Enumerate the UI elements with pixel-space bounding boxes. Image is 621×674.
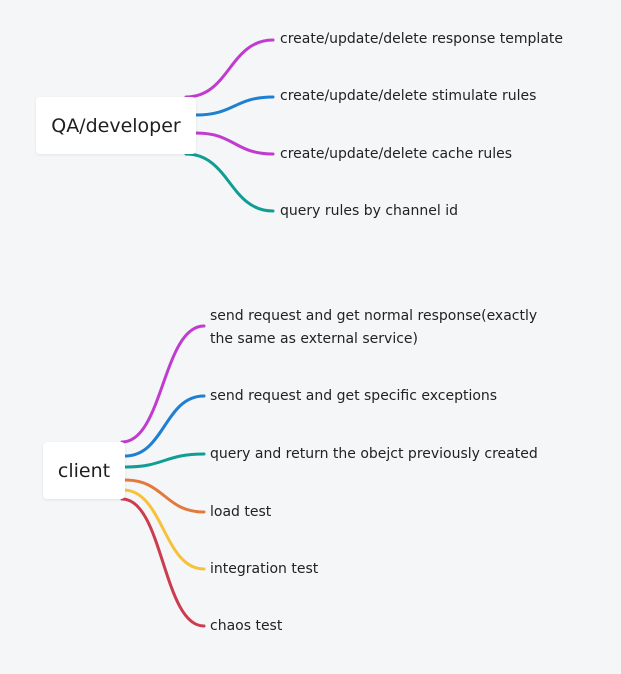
branch-label[interactable]: chaos test [210,618,283,634]
branch-connector [194,131,275,156]
branch-label[interactable]: send request and get normal response(exa… [210,308,538,347]
root-node-label: QA/developer [51,114,181,137]
branch-connector [123,452,206,469]
branch-connector [123,394,206,458]
branch-connector [120,497,206,628]
root-node-client[interactable]: client [43,442,125,499]
branch-label[interactable]: create/update/delete cache rules [280,146,513,162]
branch-label[interactable]: integration test [210,561,319,577]
branch-connector [194,95,275,117]
branch-connector [120,324,206,444]
branch-label[interactable]: create/update/delete response template [280,31,563,47]
root-node-label: client [57,459,111,482]
branch-connector [184,152,275,213]
branch-connector [123,478,206,514]
branch-label[interactable]: query rules by channel id [280,203,458,219]
branch-connector [184,38,275,99]
branch-label[interactable]: create/update/delete stimulate rules [280,88,537,104]
root-node-qa-developer[interactable]: QA/developer [36,97,196,154]
branch-label[interactable]: send request and get specific exceptions [210,388,498,404]
branch-connector [121,488,206,571]
branch-label[interactable]: load test [210,504,272,520]
branch-label[interactable]: query and return the obejct previously c… [210,446,538,462]
